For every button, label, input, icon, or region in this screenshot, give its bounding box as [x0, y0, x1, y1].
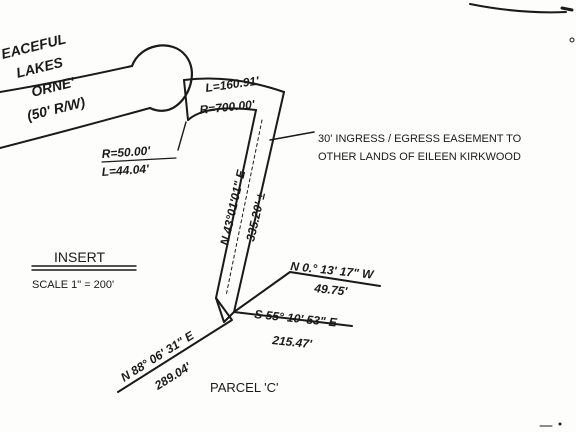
lower-boundary-line [117, 297, 233, 393]
top-right-border-line [469, 3, 567, 14]
cul-de-sac-circle [130, 44, 193, 112]
easement-line-right [233, 91, 285, 313]
south-bearing-label: S 55° 10' 53" E [254, 307, 339, 330]
road-name-line-3: ORNE' [30, 73, 77, 99]
main-distance-label: 335.20' ± [243, 191, 268, 243]
easement-curve-outer [183, 77, 285, 93]
easement-leader-line [269, 131, 315, 141]
insert-title: INSERT [54, 249, 106, 265]
south-distance-label: 215.47' [271, 333, 314, 351]
cul-de-sac-leader [177, 121, 187, 151]
south-boundary-line [233, 311, 353, 327]
cul-de-sac-length-label: L=44.04' [101, 162, 150, 179]
easement-note-line-1: 30' INGRESS / EGRESS EASEMENT TO [318, 133, 522, 145]
easement-note-line-2: OTHER LANDS OF EILEEN KIRKWOOD [318, 151, 521, 163]
parcel-label: PARCEL 'C' [210, 380, 279, 395]
road-row-upper-line [0, 65, 133, 93]
curve-radius-label: R=700.00' [199, 97, 257, 117]
easement-line-left [215, 109, 257, 299]
road-row-lower-line [0, 107, 151, 149]
easement-line-inner-dashed [225, 119, 263, 297]
margin-mark [569, 37, 575, 43]
north-distance-label: 49.75' [313, 281, 349, 299]
radius-label-underline [101, 157, 177, 163]
top-right-tick [560, 6, 574, 12]
curve-length-label: L=160.91' [204, 73, 260, 95]
margin-dot [558, 422, 562, 426]
curve-end-tick [183, 79, 189, 121]
cul-de-sac-radius-label: R=50.00' [101, 144, 152, 161]
north-boundary-line [233, 271, 381, 313]
insert-scale: SCALE 1" = 200' [32, 279, 114, 291]
corner-hook [215, 297, 235, 323]
easement-curve-inner [187, 107, 257, 121]
